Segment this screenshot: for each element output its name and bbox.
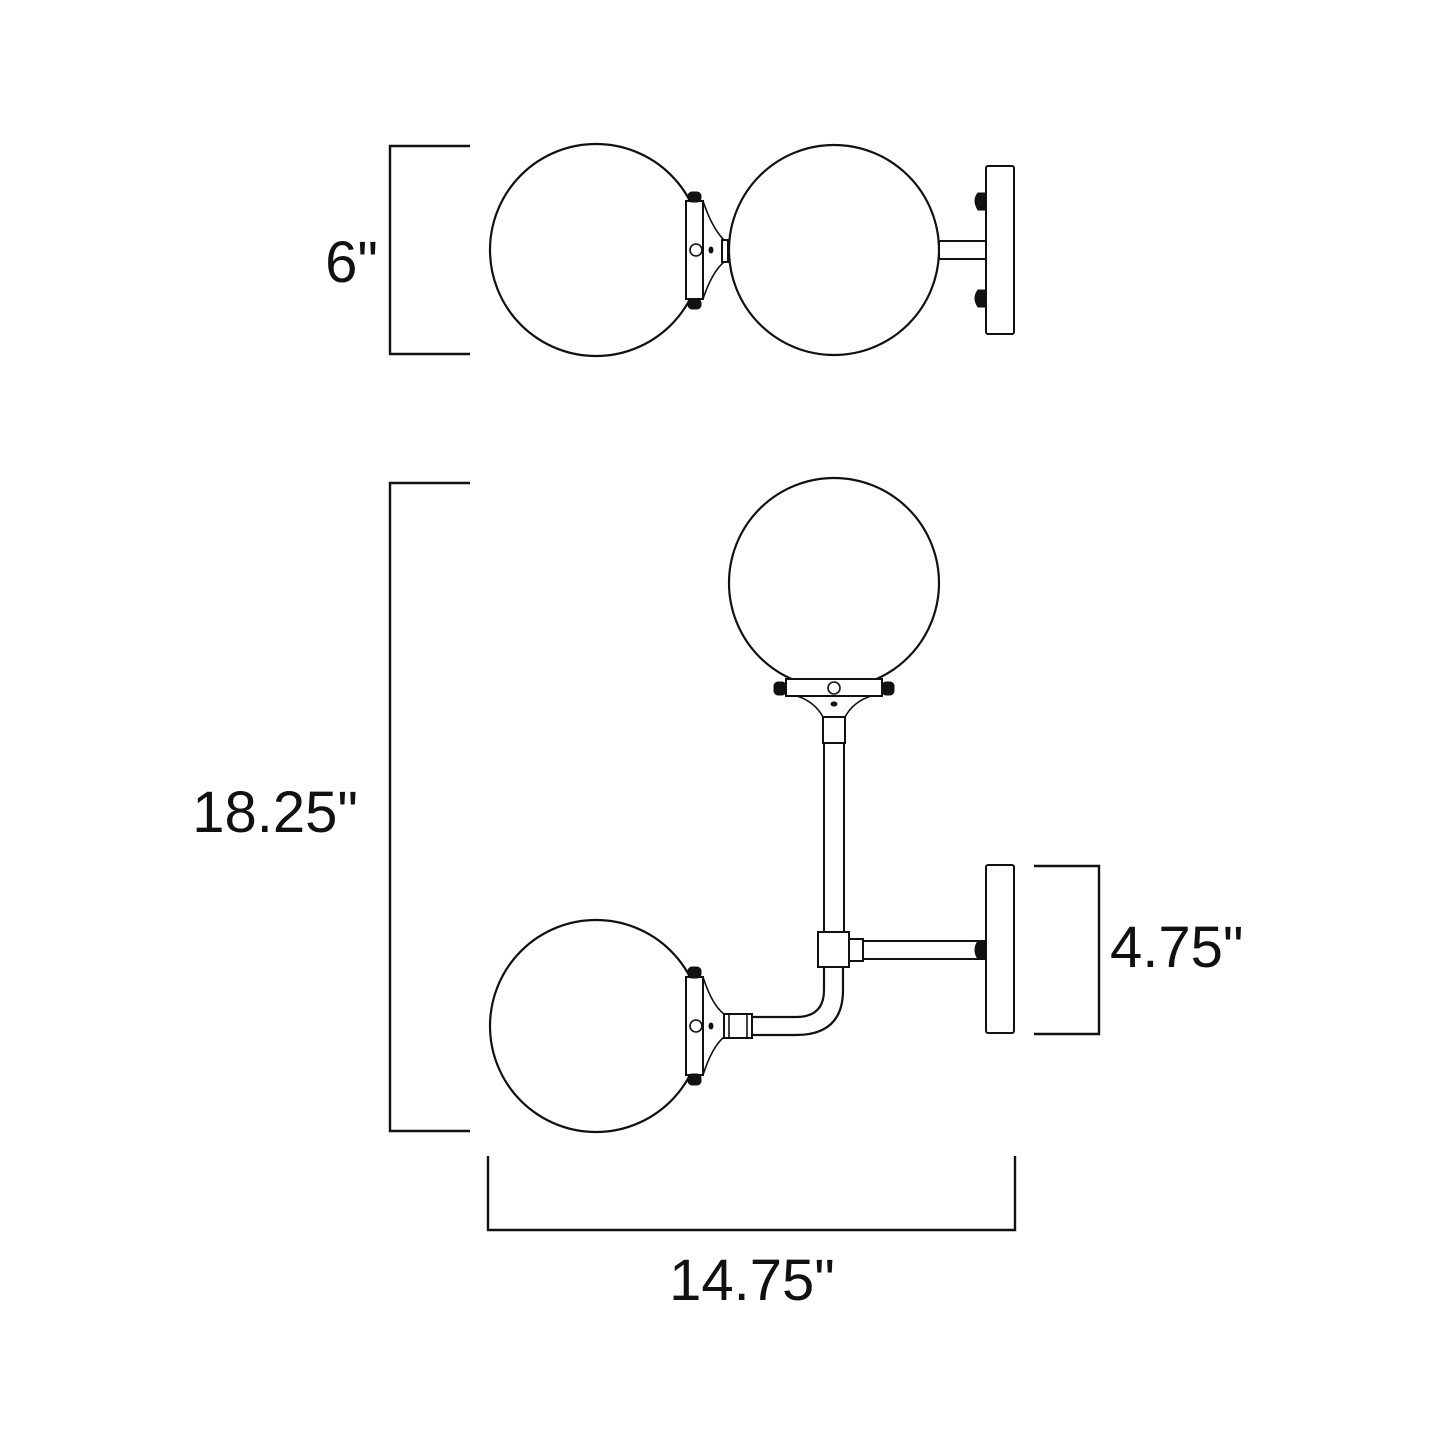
- globe-right-top-view: [727, 143, 941, 357]
- vertical-stem: [823, 742, 845, 934]
- upper-rivet: [830, 701, 838, 707]
- lower-screw-knob-top: [687, 966, 702, 979]
- upper-collar: [822, 716, 846, 744]
- backplate-dimension-bracket: [1034, 864, 1101, 1036]
- width-dimension-bracket: [486, 1156, 1017, 1232]
- top-view: 6": [325, 142, 1015, 358]
- bent-arm-inner: [752, 967, 845, 1037]
- depth-dimension-bracket: [388, 144, 470, 356]
- rivet: [708, 246, 714, 254]
- upper-set-screw-hole: [827, 681, 841, 695]
- backplate-dimension-label: 4.75": [1110, 915, 1243, 980]
- height-dimension-bracket: [388, 481, 470, 1133]
- socket-collar: [721, 239, 729, 263]
- bent-arm-outer: [752, 967, 826, 1019]
- width-dimension-label: 14.75": [669, 1248, 835, 1313]
- backplate-top-view: [985, 165, 1015, 335]
- horizontal-arm: [862, 940, 987, 960]
- arm-mount-screw: [974, 940, 987, 960]
- height-dimension-label: 18.25": [192, 780, 358, 845]
- mount-screw-bottom: [974, 289, 987, 308]
- globe-lower: [488, 918, 704, 1134]
- lower-rivet: [708, 1022, 714, 1030]
- front-view: 18.25" 4.75": [192, 476, 1243, 1313]
- lower-screw-knob-bottom: [687, 1073, 702, 1086]
- lower-set-screw-hole: [689, 1019, 703, 1033]
- tee-joint: [817, 931, 850, 968]
- lower-socket-plate: [685, 976, 704, 1076]
- depth-dimension-label: 6": [325, 230, 378, 295]
- upper-screw-knob-right: [881, 681, 895, 696]
- arm-top-view: [938, 240, 987, 260]
- screw-knob-bottom: [687, 298, 702, 310]
- tee-collar: [848, 938, 864, 962]
- mount-screw-top: [974, 192, 987, 211]
- screw-knob-top: [687, 191, 702, 203]
- upper-screw-knob-left: [773, 681, 787, 696]
- globe-upper: [727, 476, 941, 690]
- socket-plate: [685, 200, 704, 300]
- set-screw-hole: [689, 243, 703, 257]
- backplate-front-view: [985, 864, 1015, 1034]
- globe-left-top-view: [488, 142, 704, 358]
